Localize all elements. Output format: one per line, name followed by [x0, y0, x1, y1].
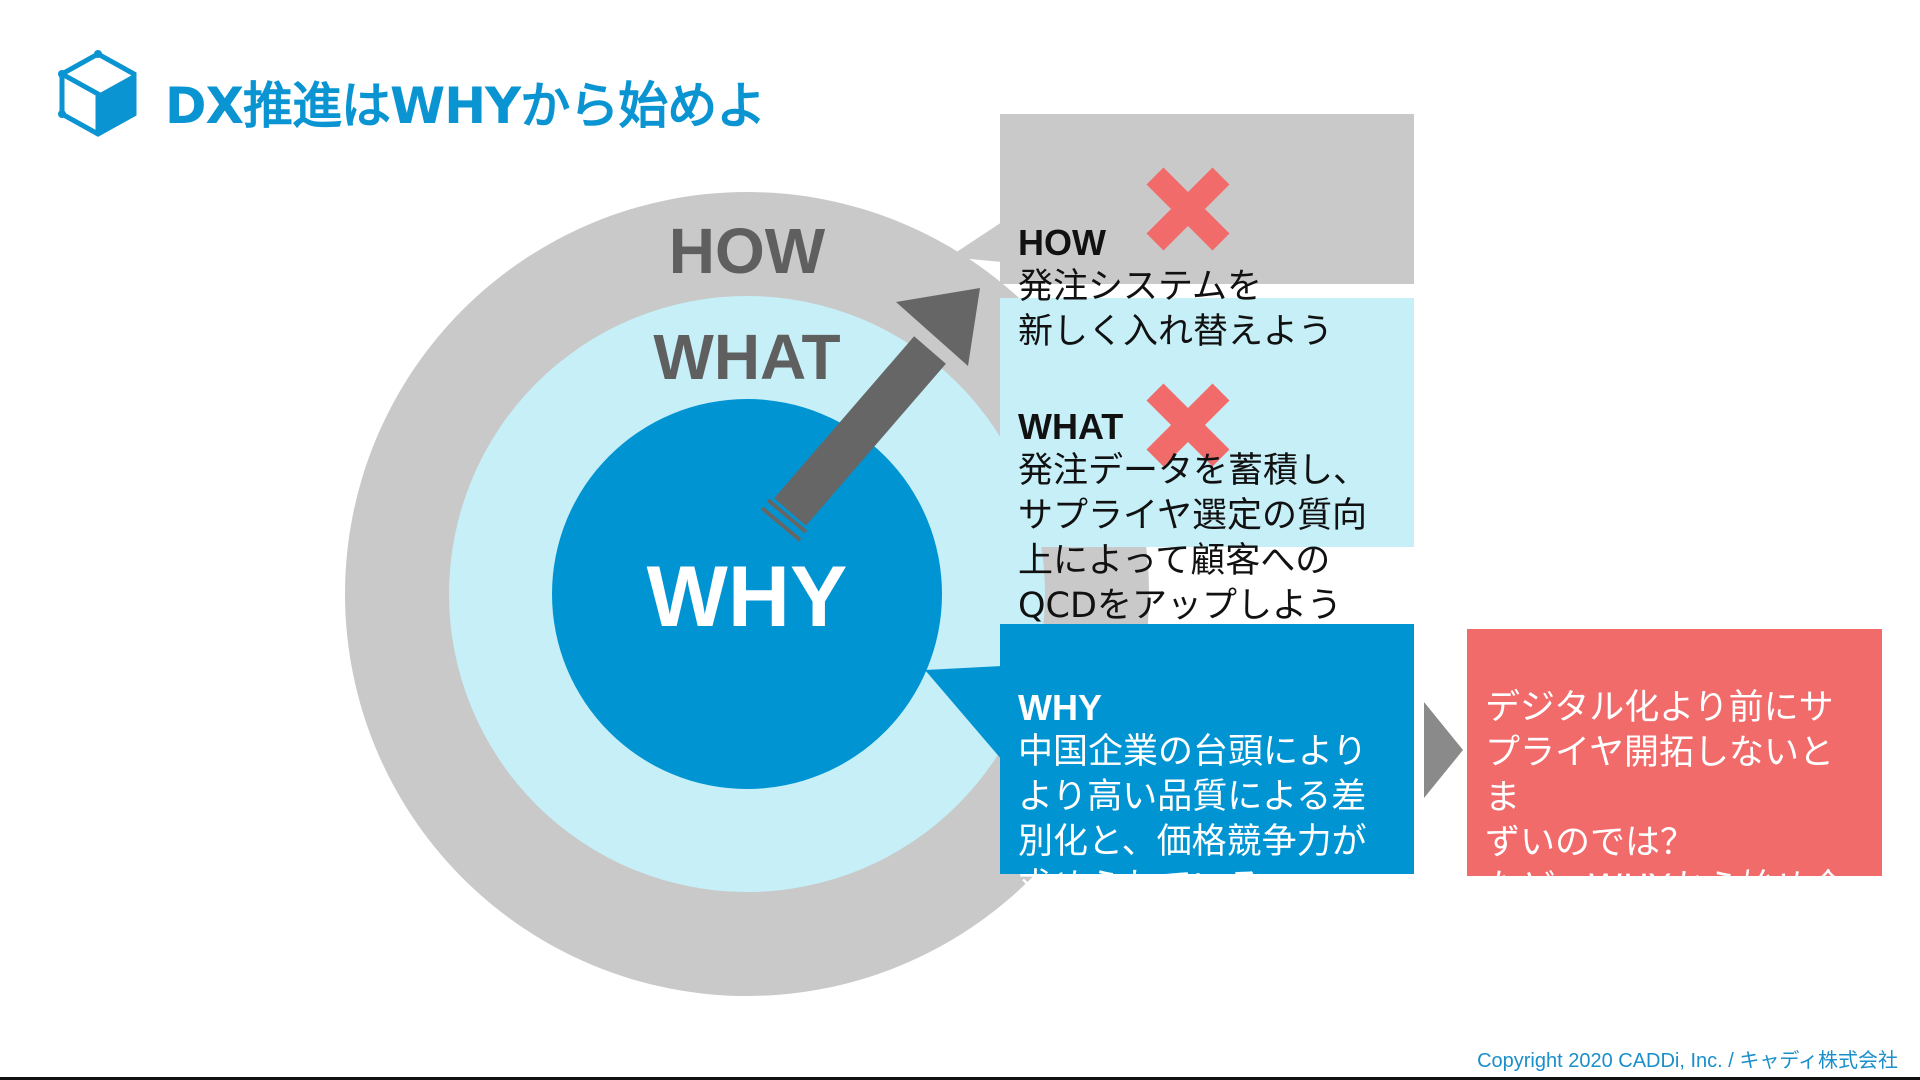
reject-x-icon [1146, 167, 1230, 251]
what-body: 発注データを蓄積し、 サプライヤ選定の質向 上によって顧客への QCDをアップし… [1018, 451, 1369, 626]
what-heading: WHAT [1018, 406, 1124, 447]
how-heading: HOW [1018, 222, 1106, 263]
reject-x-icon [1146, 383, 1230, 467]
conclusion-body: デジタル化より前にサ プライヤ開拓しないとま ずいのでは？ など、WHYから始め… [1485, 688, 1846, 953]
right-triangle-arrow-icon [1424, 702, 1463, 798]
what-ring-label: WHAT [653, 321, 841, 393]
why-heading: WHY [1018, 687, 1102, 728]
how-body: 発注システムを 新しく入れ替えよう [1018, 267, 1334, 352]
bottom-divider [0, 1077, 1920, 1080]
conclusion-box: デジタル化より前にサ プライヤ開拓しないとま ずいのでは？ など、WHYから始め… [1467, 629, 1882, 953]
what-tail [949, 440, 1002, 506]
how-ring-label: HOW [668, 215, 826, 287]
why-tail [925, 666, 1002, 760]
why-ring-label: WHY [646, 549, 848, 645]
copyright-footer: Copyright 2020 CADDi, Inc. / キャディ株式会社 [1477, 1050, 1898, 1072]
up-arrow-icon [760, 288, 980, 542]
why-circle [552, 399, 942, 789]
cube-logo-icon [58, 50, 137, 137]
how-tail [949, 222, 1002, 262]
slide-title: DX推進はWHYから始めよ [165, 77, 766, 135]
why-body: 中国企業の台頭により より高い品質による差 別化と、価格競争力が 求められている [1018, 732, 1368, 907]
